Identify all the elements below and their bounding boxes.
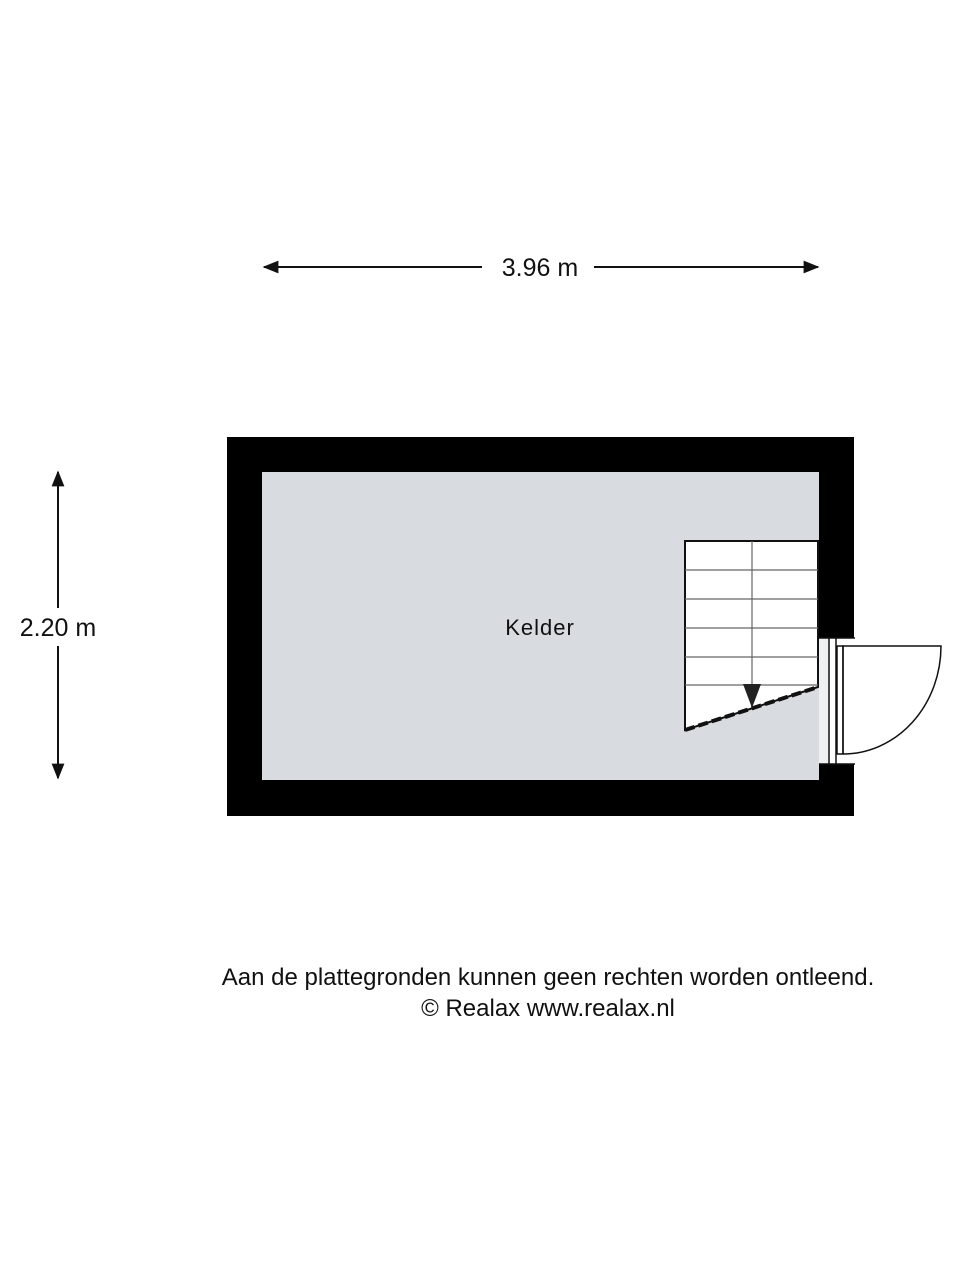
room-kelder: Kelder xyxy=(227,437,942,816)
width-dimension: 3.96 m xyxy=(262,254,820,282)
door-swing-arc xyxy=(842,645,942,755)
room-label-kelder: Kelder xyxy=(505,615,575,640)
copyright-text: © Realax www.realax.nl xyxy=(421,995,675,1022)
door-jamb-inner xyxy=(819,638,829,764)
stair-direction-arrow-icon xyxy=(743,684,761,708)
stair-bottom-edge xyxy=(684,685,819,732)
width-dimension-label: 3.96 m xyxy=(502,254,578,282)
height-dimension: 2.20 m xyxy=(20,470,96,780)
footer: Aan de plattegronden kunnen geen rechten… xyxy=(0,962,960,1024)
disclaimer-text: Aan de plattegronden kunnen geen rechten… xyxy=(221,964,875,991)
height-dimension-label: 2.20 m xyxy=(20,614,96,642)
staircase xyxy=(684,540,819,732)
door-leaf xyxy=(836,645,844,755)
